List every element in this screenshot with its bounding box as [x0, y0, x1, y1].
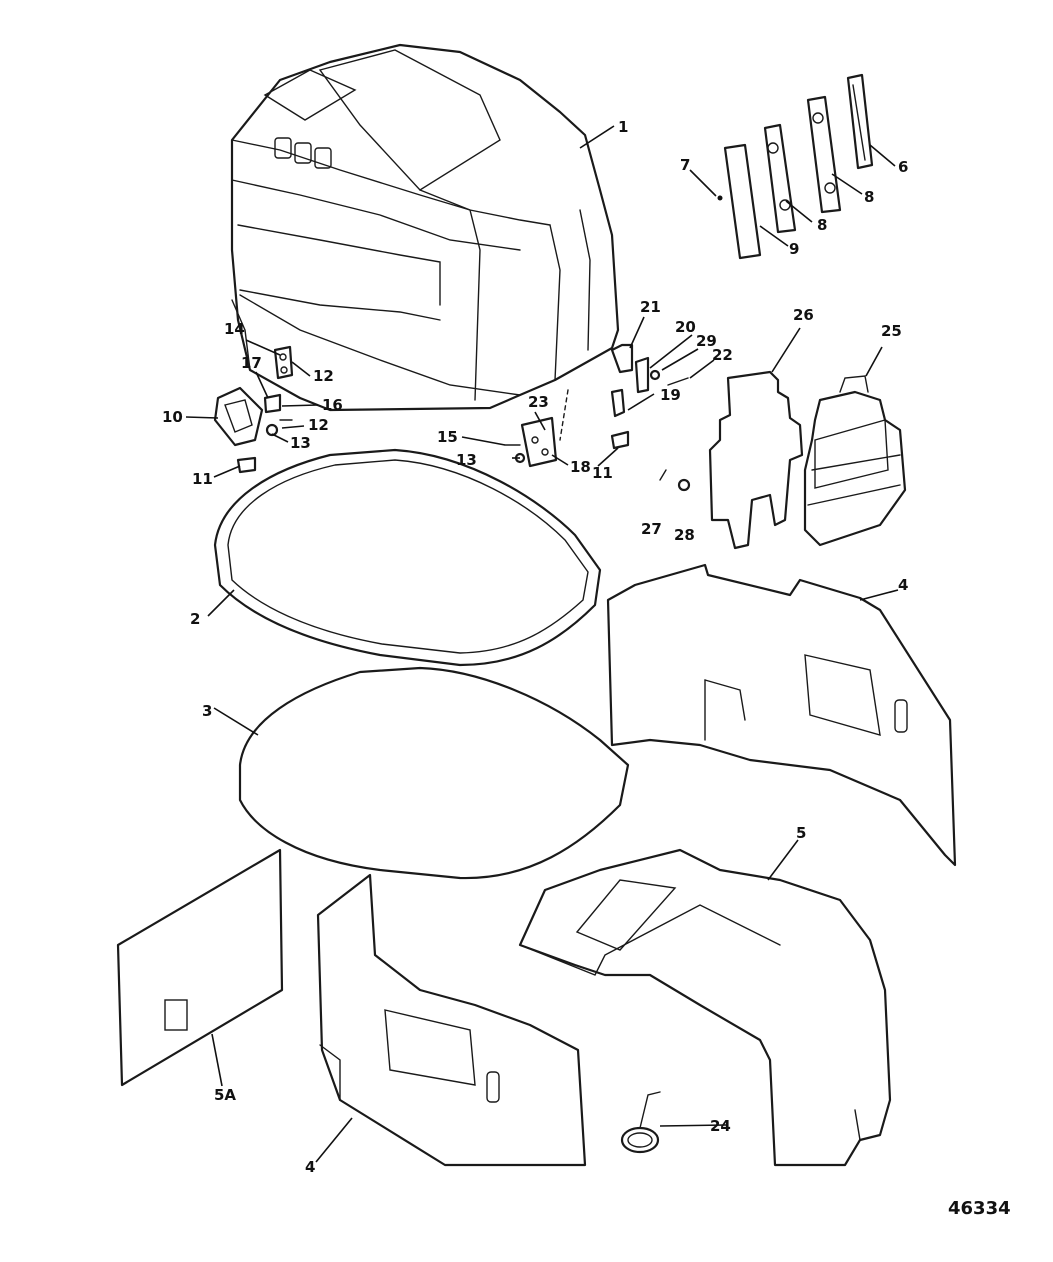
callout-8-right: 8	[864, 188, 874, 206]
seal-2	[213, 448, 602, 667]
callout-5A: 5A	[214, 1086, 236, 1104]
callout-19: 19	[660, 386, 681, 404]
callout-23: 23	[528, 393, 549, 411]
top-cowl	[230, 43, 620, 412]
drawing-reference-number: 46334	[948, 1198, 1011, 1219]
callout-14: 14	[224, 320, 245, 338]
callout-1: 1	[618, 118, 628, 136]
callout-6: 6	[898, 158, 908, 176]
callout-26: 26	[793, 306, 814, 324]
callout-12-lower: 12	[308, 416, 329, 434]
rear-cover-5	[518, 848, 892, 1167]
callout-25: 25	[881, 322, 902, 340]
intake-assembly-25	[803, 375, 907, 547]
callout-21: 21	[640, 298, 661, 316]
callout-2: 2	[190, 610, 200, 628]
callout-labels: 1 2 3 4 4 5 5A 6 7 8 8 9 10 11 11 12 12 …	[162, 118, 908, 1176]
callout-8-left: 8	[817, 216, 827, 234]
callout-24: 24	[710, 1117, 731, 1135]
callout-13-left: 13	[290, 434, 311, 452]
left-panel-4	[316, 873, 587, 1167]
callout-7: 7	[680, 156, 690, 174]
callout-29: 29	[696, 332, 717, 350]
leader-lines	[185, 125, 899, 1163]
callout-18: 18	[570, 458, 591, 476]
callout-9: 9	[789, 240, 799, 258]
callout-22: 22	[712, 346, 733, 364]
callout-10: 10	[162, 408, 183, 426]
callout-12-upper: 12	[313, 367, 334, 385]
callout-20: 20	[675, 318, 696, 336]
callout-17: 17	[241, 354, 262, 372]
right-panel-4	[606, 563, 957, 867]
callout-11-right: 11	[592, 464, 613, 482]
callout-16: 16	[322, 396, 343, 414]
panel-5A	[116, 848, 284, 1087]
callout-13-right: 13	[456, 451, 477, 469]
latch-hardware	[213, 343, 691, 492]
callout-27: 27	[641, 520, 662, 538]
callout-4-upper: 4	[898, 576, 908, 594]
vent-plates	[717, 73, 874, 260]
callout-5: 5	[796, 824, 806, 842]
side-panel-26	[708, 370, 804, 550]
callout-3: 3	[202, 702, 212, 720]
callout-4-lower: 4	[305, 1158, 315, 1176]
callout-28: 28	[674, 526, 695, 544]
cover-plate-3	[238, 666, 630, 880]
callout-11-left: 11	[192, 470, 213, 488]
callout-15: 15	[437, 428, 458, 446]
clamp-24	[620, 1091, 661, 1154]
